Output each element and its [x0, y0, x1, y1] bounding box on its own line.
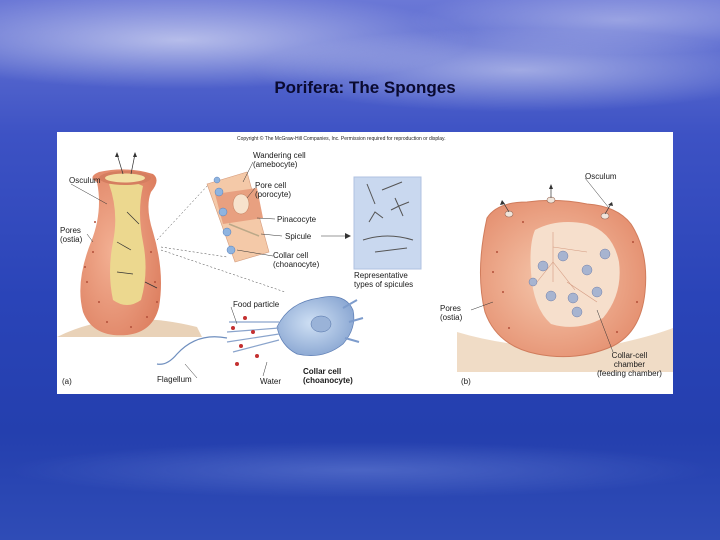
label-pinacocyte: Pinacocyte [277, 215, 317, 224]
label-food-particle: Food particle [233, 300, 280, 309]
label-pore-cell: Pore cell(porocyte) [255, 181, 292, 199]
label-collar-cell-large: Collar cell(choanocyte) [303, 367, 353, 385]
sponge-figure: Copyright © The McGraw-Hill Companies, I… [57, 132, 673, 394]
copyright-notice: Copyright © The McGraw-Hill Companies, I… [237, 136, 446, 142]
spicule-panel [354, 177, 421, 269]
vase-sponge [80, 152, 161, 336]
collar-cell-large [156, 296, 364, 379]
spicule-shapes [362, 181, 414, 253]
label-spicule: Spicule [285, 232, 312, 241]
label-pores-a: Pores(ostia) [60, 226, 83, 244]
ball-sponge [470, 177, 647, 358]
panel-tag-b: (b) [461, 377, 471, 386]
label-collar-cell: Collar cell(choanocyte) [273, 251, 320, 269]
label-wandering-cell: Wandering cell(amebocyte) [253, 151, 306, 169]
label-pores-b: Pores(ostia) [440, 304, 463, 322]
sponge-illustration [57, 152, 673, 379]
label-osculum-b: Osculum [585, 172, 617, 181]
panel-tag-a: (a) [62, 377, 72, 386]
slide-title: Porifera: The Sponges [274, 78, 456, 97]
label-flagellum: Flagellum [157, 375, 192, 384]
label-osculum-a: Osculum [69, 176, 101, 185]
cell-layer-detail [206, 171, 270, 263]
label-water: Water [260, 377, 282, 386]
